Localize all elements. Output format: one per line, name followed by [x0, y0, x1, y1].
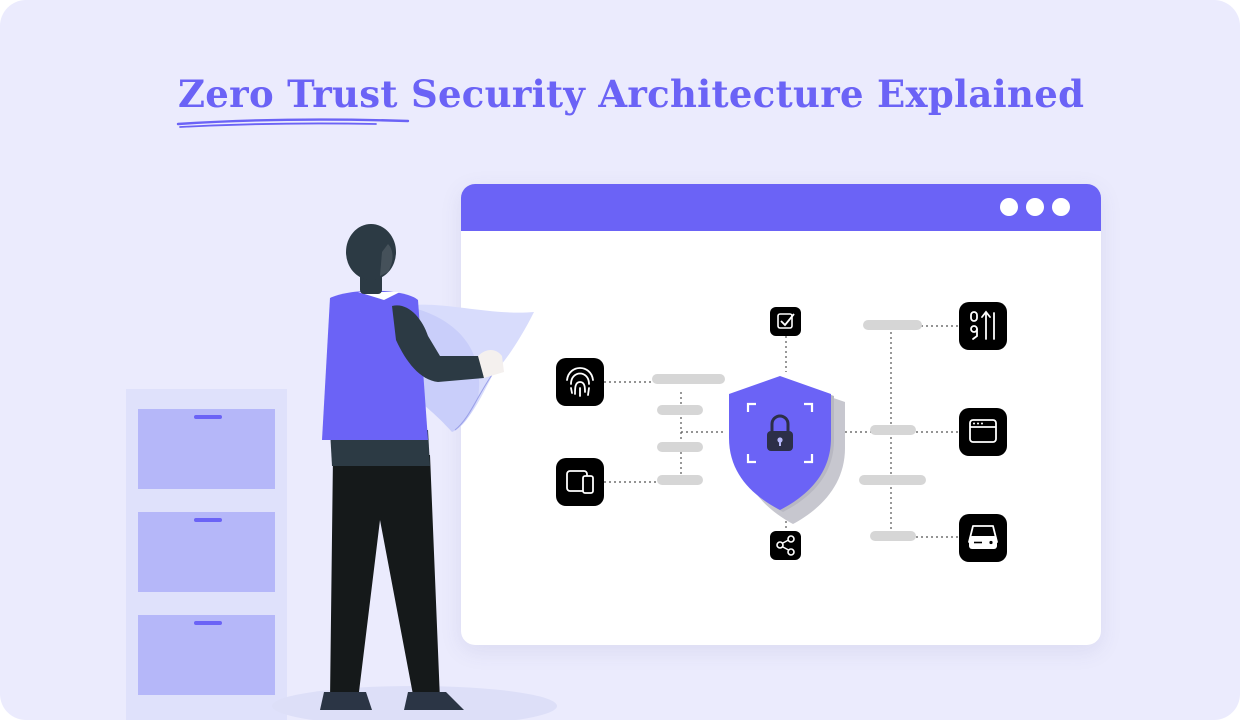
share-icon: [770, 531, 801, 560]
cabinet-drawer: [138, 409, 275, 489]
window-control-dot: [1026, 198, 1044, 216]
cabinet-drawer: [138, 615, 275, 695]
cabinet-drawer: [138, 512, 275, 592]
window-control-dot: [1000, 198, 1018, 216]
window-control-dot: [1052, 198, 1070, 216]
devices-icon: [556, 458, 604, 506]
shield-lock-icon: [729, 376, 845, 524]
browser-window-icon: [959, 408, 1007, 456]
filing-cabinet: [126, 389, 287, 720]
fingerprint-icon: [556, 358, 604, 406]
page-title: Zero Trust Security Architecture Explain…: [178, 72, 1085, 116]
data-transfer-icon: [959, 302, 1007, 350]
storage-drive-icon: [959, 514, 1007, 562]
architecture-diagram: [556, 302, 1007, 562]
window-titlebar: [461, 184, 1101, 231]
browser-window: [461, 184, 1101, 645]
checkbox-icon: [770, 307, 801, 336]
title-underline: [176, 118, 410, 128]
